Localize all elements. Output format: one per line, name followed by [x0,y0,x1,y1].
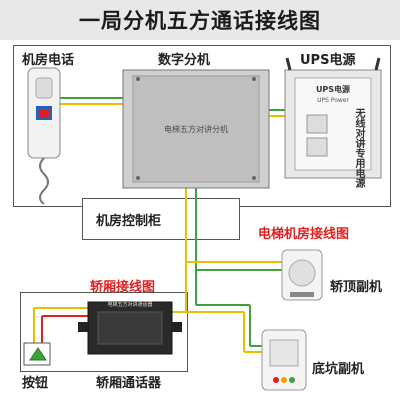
label-machine-room-phone: 机房电话 [22,53,75,68]
car-intercom-icon [78,301,182,355]
ups-panel-sub: UPS Power [317,97,349,104]
telephone-icon [27,67,61,205]
extension-panel-text: 电梯五方对讲分机 [164,124,228,134]
label-pit-extension: 底坑副机 [312,362,365,377]
control-cabinet-box [82,198,240,240]
car-frame [20,292,188,372]
label-button: 按钮 [22,376,49,391]
label-control-cabinet: 机房控制柜 [96,214,162,229]
label-car-intercom: 轿厢通话器 [96,376,162,391]
ups-box [284,57,382,179]
title-banner: 一局分机五方通话接线图 [0,0,400,40]
label-ups-power: UPS电源 [300,53,356,68]
label-car-wiring: 轿厢接线图 [90,280,156,295]
diagram-title: 一局分机五方通话接线图 [79,9,321,33]
button-icon [23,342,51,366]
intercom-panel-text: 电梯五方对讲通话器 [107,301,152,308]
car-top-speaker-icon [281,249,323,301]
digital-extension-box [122,69,270,189]
ups-panel-vertical: 无线对讲专用电源 [353,108,364,188]
ups-panel-title: UPS电源 [316,84,350,94]
label-elevator-room-wiring: 电梯机房接线图 [258,227,350,242]
label-digital-extension: 数字分机 [158,53,211,68]
label-car-top-extension: 轿顶副机 [330,280,383,295]
pit-speaker-icon [261,329,307,391]
